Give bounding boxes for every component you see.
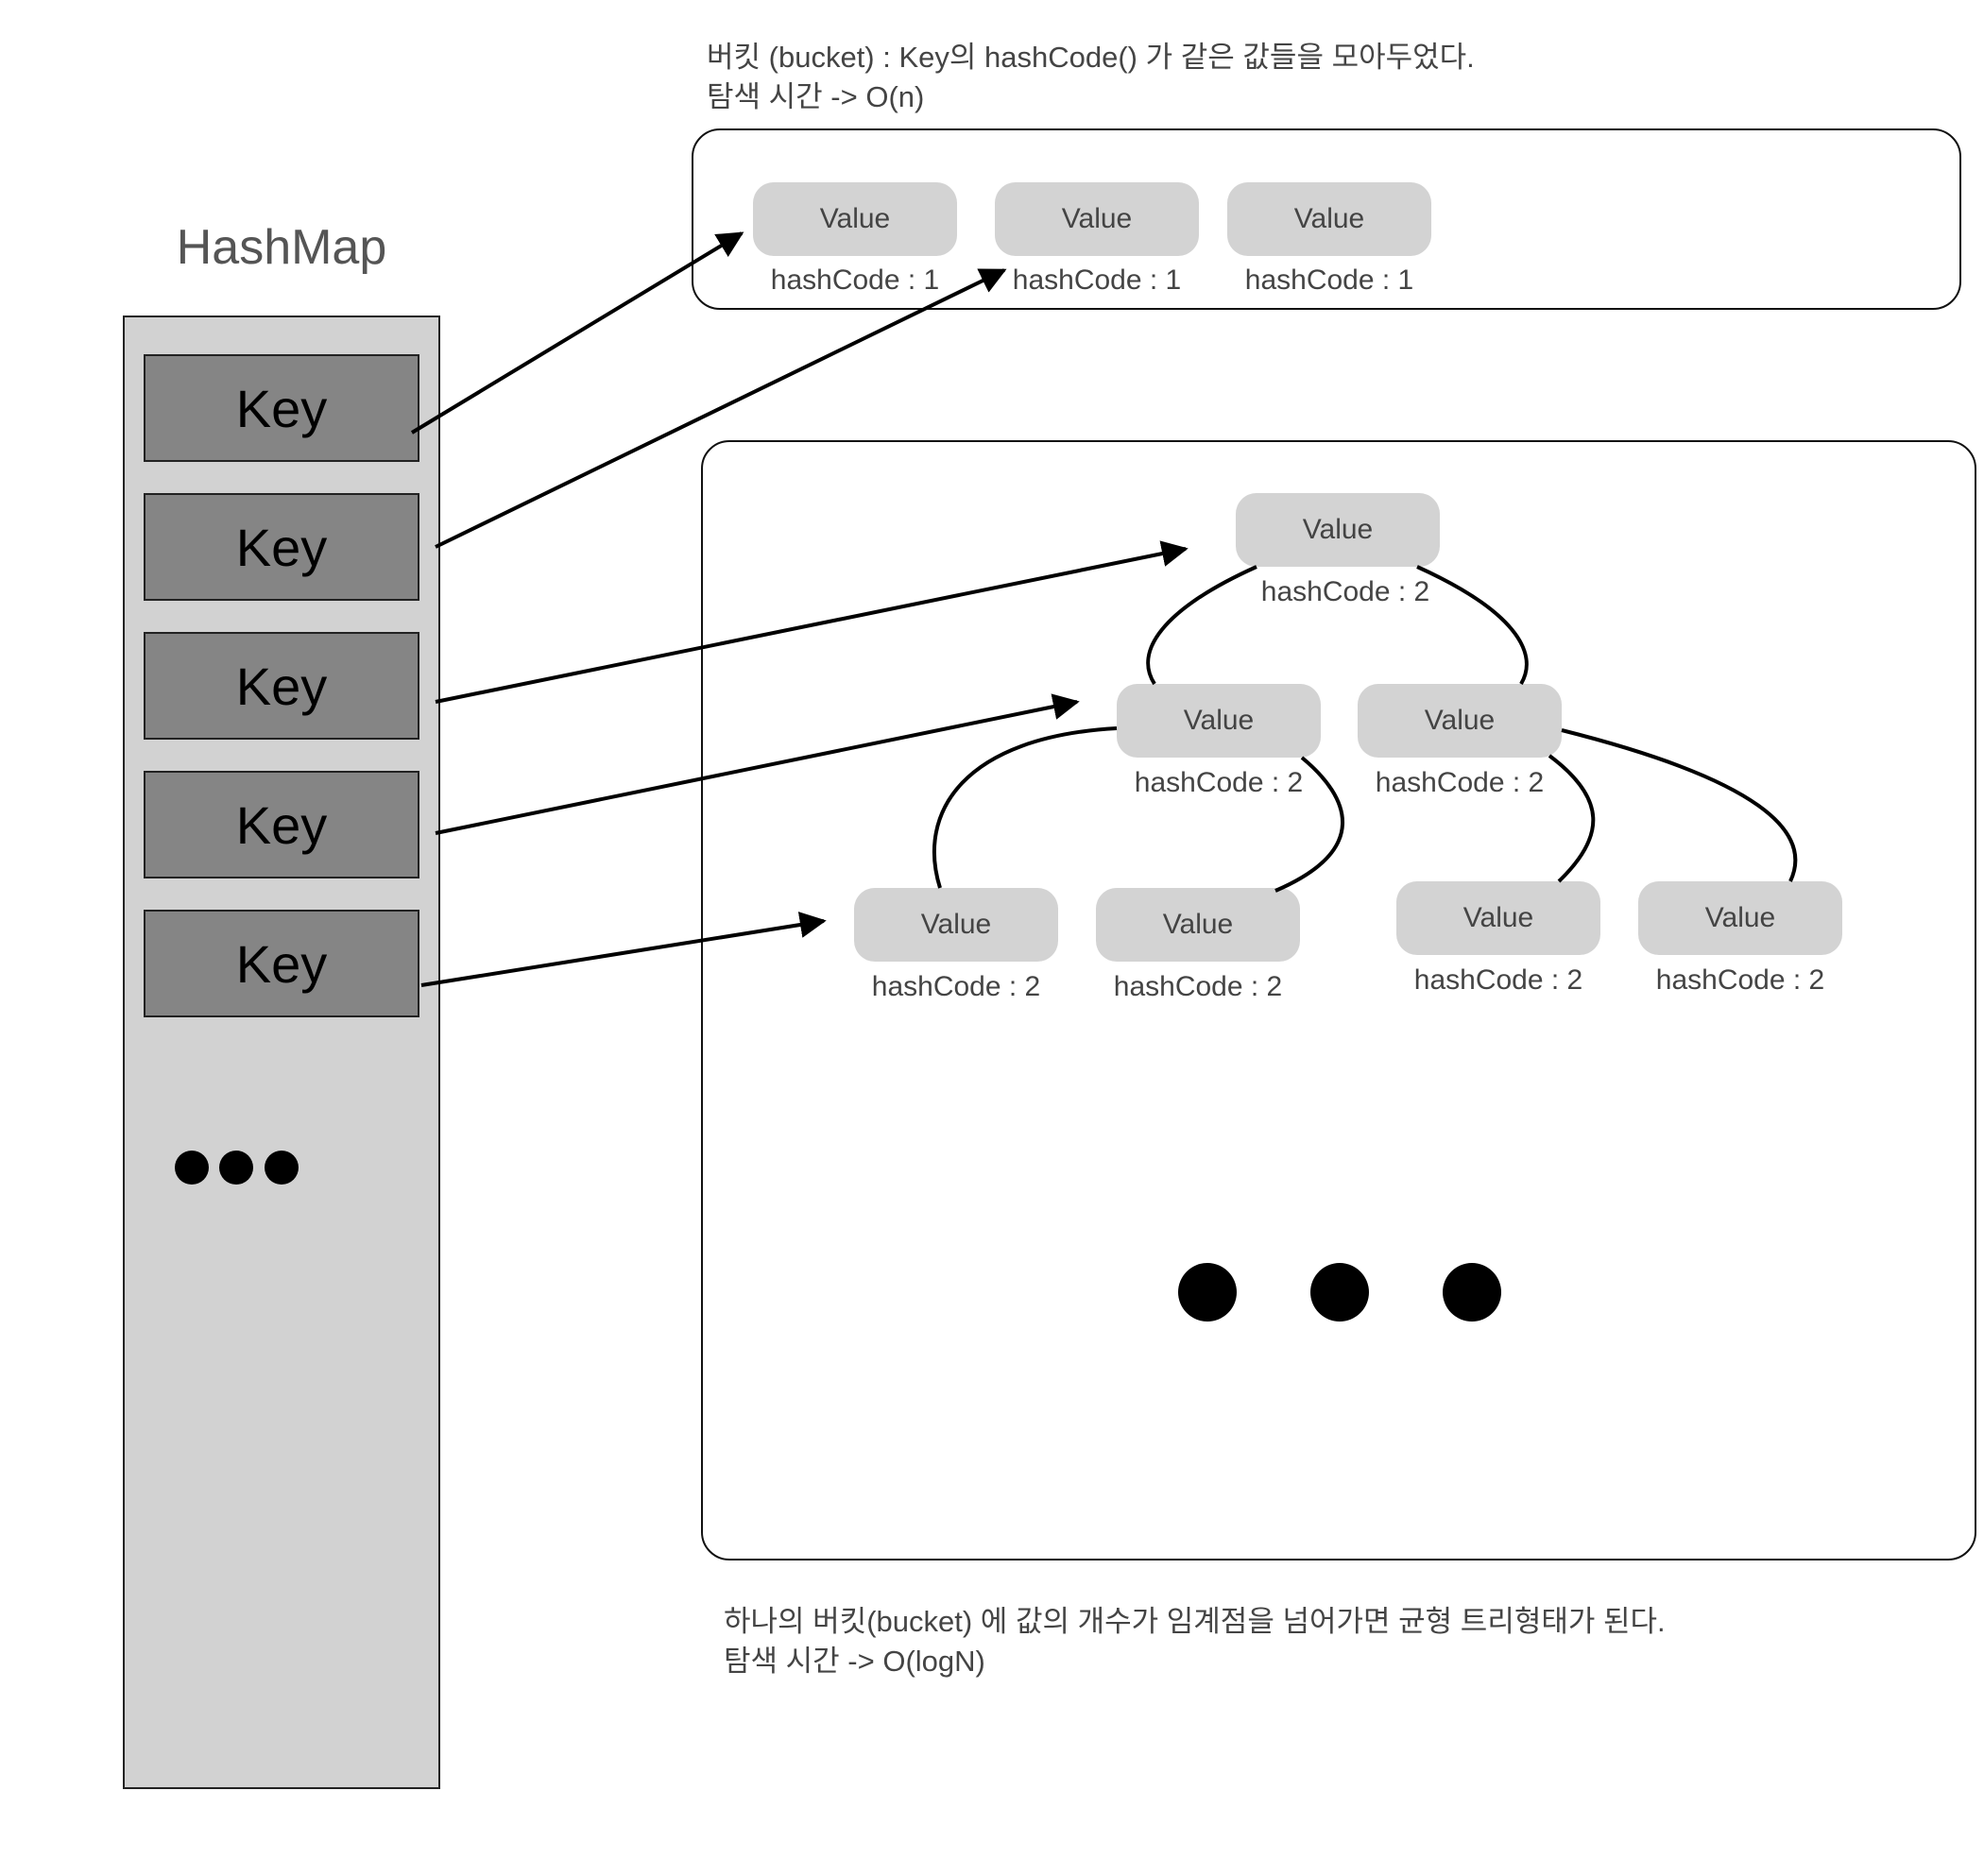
tree-hash-right: hashCode : 2 [1375,767,1545,798]
bucket-list-node-2: Value [995,182,1199,256]
bucket-list-node-3: Value [1227,182,1431,256]
hashmap-key-2: Key [144,493,419,601]
tree-node-root: Value [1236,493,1440,567]
tree-caption-line2: 탐색 시간 -> O(logN) [724,1645,985,1678]
tree-hash-right-right: hashCode : 2 [1655,964,1825,996]
hashmap-key-3: Key [144,632,419,740]
tree-hash-left-right: hashCode : 2 [1113,971,1283,1002]
tree-hash-root: hashCode : 2 [1260,576,1430,607]
bucket-caption-line1: 버킷 (bucket) : Key의 hashCode() 가 같은 값들을 모… [707,41,1475,74]
hashmap-key-4: Key [144,771,419,878]
tree-hash-right-left: hashCode : 2 [1413,964,1583,996]
tree-ellipsis-dot [1443,1263,1501,1322]
tree-hash-left: hashCode : 2 [1134,767,1304,798]
tree-ellipsis-dot [1178,1263,1237,1322]
tree-node-right: Value [1358,684,1562,758]
bucket-list-hash-3: hashCode : 1 [1244,264,1414,296]
hashmap-ellipsis-dot [265,1151,299,1185]
hashmap-ellipsis-dot [219,1151,253,1185]
tree-hash-left-left: hashCode : 2 [871,971,1041,1002]
bucket-list-hash-1: hashCode : 1 [770,264,940,296]
bucket-list-node-1: Value [753,182,957,256]
bucket-caption-line2: 탐색 시간 -> O(n) [707,80,925,113]
bucket-list-hash-2: hashCode : 1 [1012,264,1182,296]
tree-node-left-right: Value [1096,888,1300,962]
tree-node-right-left: Value [1396,881,1600,955]
hashmap-title: HashMap [176,220,387,275]
hashmap-key-1: Key [144,354,419,462]
tree-node-right-right: Value [1638,881,1842,955]
hashmap-ellipsis-dot [175,1151,209,1185]
tree-caption-line1: 하나의 버킷(bucket) 에 값의 개수가 임계점을 넘어가면 균형 트리형… [724,1605,1666,1638]
tree-ellipsis-dot [1310,1263,1369,1322]
tree-node-left: Value [1117,684,1321,758]
hashmap-key-5: Key [144,910,419,1017]
tree-node-left-left: Value [854,888,1058,962]
